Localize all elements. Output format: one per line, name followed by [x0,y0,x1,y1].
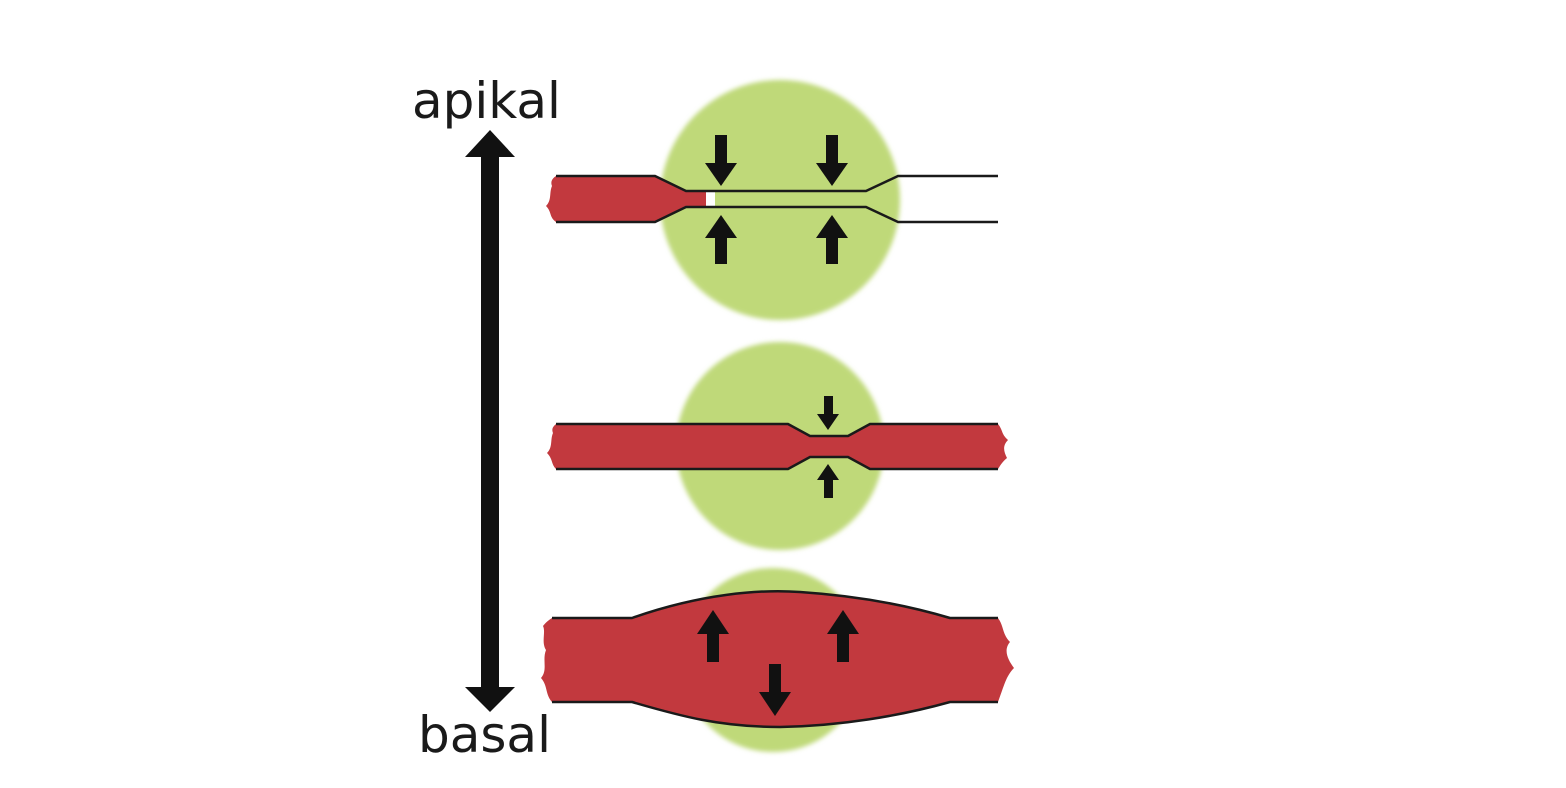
apical-basal-axis-arrow [465,130,515,712]
arrow-up-1b [816,215,848,264]
tube-outline-bottom-1 [556,205,998,224]
arrow-down-1b [816,135,848,186]
tube-outline-top-2 [556,422,998,438]
stage-basal [541,568,1014,752]
red-segment-1 [546,176,712,222]
red-segment-2 [547,424,1008,469]
label-apikal: apikal [412,72,561,130]
arrow-up-2 [817,464,839,498]
arrow-down-3 [759,664,791,716]
stage-apical [546,80,998,320]
label-basal: basal [418,706,551,764]
arrow-up-3a [697,610,729,662]
tube-outline-bottom-2 [556,455,998,471]
red-segment-3 [541,591,1014,727]
arrow-up-3b [827,610,859,662]
tube-outline-top-1 [556,174,998,193]
arrow-down-1a [705,135,737,186]
tube-outline-top-3 [552,589,998,620]
arrow-up-1a [705,215,737,264]
stage-middle [547,342,1008,550]
tube-outline-bottom-3 [552,700,998,729]
arrow-down-2 [817,396,839,430]
